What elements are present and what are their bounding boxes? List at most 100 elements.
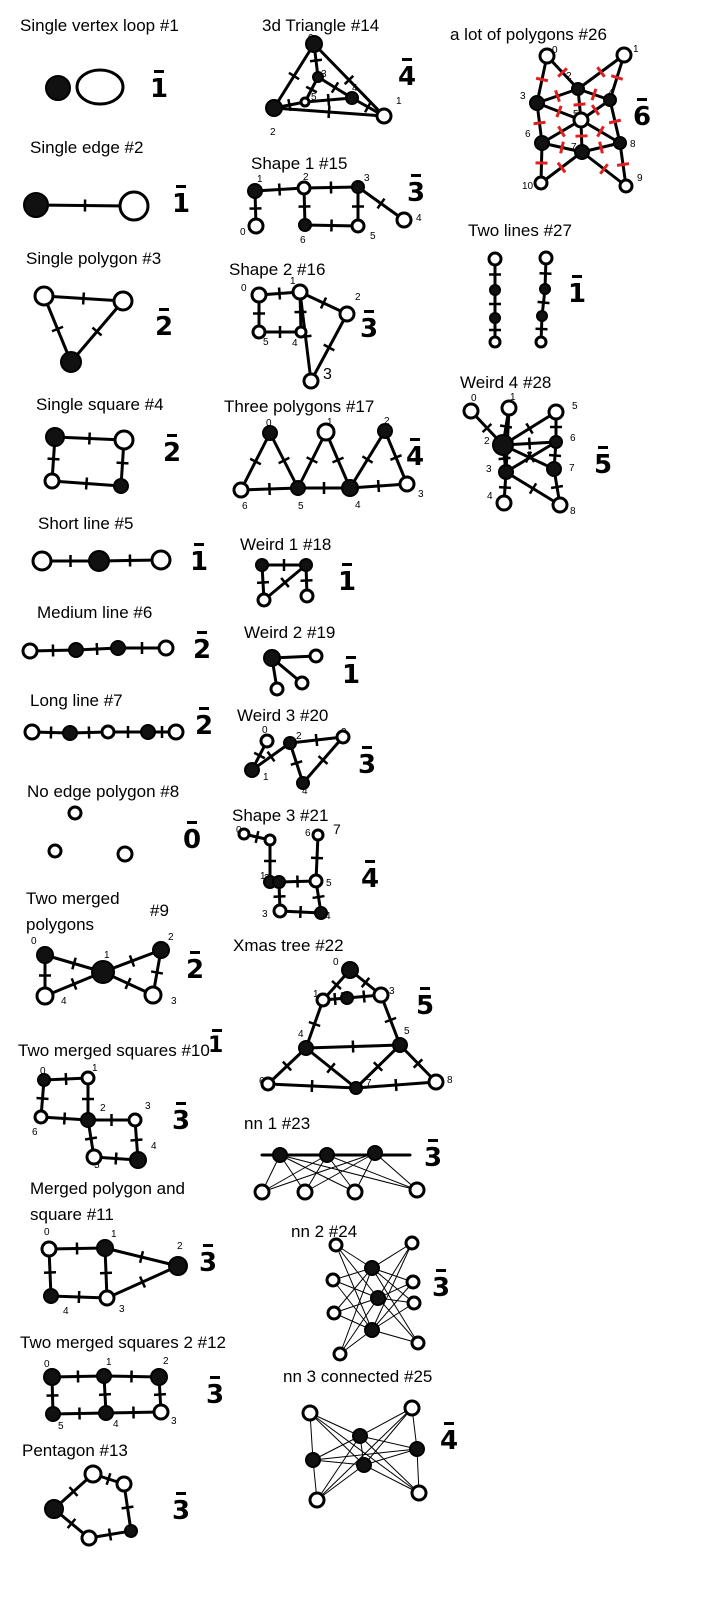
title-no-edge-polygon: No edge polygon #8 <box>27 782 180 801</box>
g27-vertex-2 <box>489 312 501 324</box>
g25-vertex-1 <box>305 1452 321 1468</box>
g25-edge-3 <box>312 1459 365 1466</box>
label-g12-v4: 4 <box>113 1419 119 1430</box>
g7-vertex-3 <box>140 724 156 740</box>
g18-tick-3-1 <box>280 577 290 588</box>
label-g15-v1: 1 <box>257 174 263 185</box>
g5-vertex-2 <box>150 549 172 571</box>
g10-vertex-1 <box>80 1070 96 1086</box>
g17-vertex-2 <box>377 423 393 439</box>
g14-vertex-2 <box>265 99 283 117</box>
g3-tick-0-1 <box>81 292 86 305</box>
g26-vertex-2 <box>571 82 585 96</box>
g26-tick-9-1 <box>608 118 622 125</box>
g11-vertex-2 <box>168 1256 188 1276</box>
g22-tick-12-1 <box>372 1061 384 1072</box>
label-g9-v0: 0 <box>31 936 37 947</box>
g28-vertex-1 <box>500 399 518 417</box>
answer-22: 5 <box>416 987 435 1021</box>
g26-vertex-6 <box>534 135 550 151</box>
g14-tick-8-1 <box>305 85 318 94</box>
g20-vertex-3 <box>335 729 351 745</box>
g18-vertex-0 <box>255 558 269 572</box>
title-long-line: Long line #7 <box>30 691 123 710</box>
label-g28-v6: 6 <box>570 433 576 444</box>
label-g26-v9: 9 <box>637 173 643 184</box>
g26-tick-13-1 <box>598 141 604 154</box>
label-g16-v0: 0 <box>241 283 247 294</box>
label-g9-v2: 2 <box>168 932 174 943</box>
label-g12-v3: 3 <box>171 1416 177 1427</box>
g2-vertex-0 <box>23 192 49 218</box>
g24-vertex-mid-0 <box>364 1260 380 1276</box>
g24-edge-m1-r3 <box>377 1297 419 1344</box>
g14-vertex-5 <box>299 96 311 108</box>
label-g11-v0: 0 <box>44 1227 50 1238</box>
g22-vertex-3 <box>372 986 390 1004</box>
g15-tick-2-1 <box>376 197 386 210</box>
g24-vertex-right-3 <box>410 1335 426 1351</box>
g4-vertex-2 <box>43 472 61 490</box>
g22-vertex-4 <box>298 1040 314 1056</box>
g28-tick-7-1 <box>526 451 536 463</box>
g9-vertex-3 <box>143 985 163 1005</box>
g28-tick-5-1 <box>527 437 532 450</box>
g11-tick-2-1 <box>138 1276 147 1288</box>
g27-vertex-0 <box>487 251 503 267</box>
g11-tick-1-1 <box>138 1250 145 1264</box>
g21-vertex-0 <box>237 827 251 841</box>
g21-vertex-7 <box>263 833 277 847</box>
g15-vertex-3 <box>395 211 413 229</box>
g21-vertex-3 <box>272 903 288 919</box>
g14-tick-6-1 <box>326 93 331 107</box>
answer-25: 4 <box>440 1422 459 1456</box>
g23-edge-0-2 <box>279 1154 356 1193</box>
g20-tick-1-1 <box>266 750 276 763</box>
label-g17-v1: 1 <box>327 417 333 428</box>
g28-tick-1-1 <box>499 424 513 429</box>
g25-edge-9 <box>363 1407 413 1466</box>
title-shape-3: Shape 3 #21 <box>232 806 329 825</box>
title-single-vertex-loop: Single vertex loop #1 <box>20 16 179 35</box>
g21-tick-0-1 <box>254 830 260 844</box>
g18-vertex-2 <box>256 592 272 608</box>
g17-tick-0-1 <box>249 457 262 466</box>
label-g9-v3: 3 <box>171 996 177 1007</box>
answer-13: 3 <box>172 1492 191 1526</box>
g24-edge-l3-m1 <box>339 1297 379 1355</box>
title-nn-3-connected: nn 3 connected #25 <box>283 1367 433 1386</box>
g21-vertex-5 <box>308 873 324 889</box>
label-g22-v7: 7 <box>366 1078 372 1089</box>
g25-vertex-0 <box>301 1404 319 1422</box>
g7-vertex-0 <box>23 723 41 741</box>
g9-tick-1-1 <box>128 954 136 968</box>
g16-tick-5-1 <box>323 343 335 352</box>
label-g14-v4: 4 <box>352 83 358 94</box>
answer-18: 1 <box>338 563 357 597</box>
label-g10-v0: 0 <box>40 1066 46 1077</box>
g13-tick-0-1 <box>68 1486 79 1497</box>
title-single-square: Single square #4 <box>36 395 164 414</box>
g12-tick-6-1 <box>98 1392 112 1397</box>
g6-vertex-3 <box>157 639 175 657</box>
title-shape-1: Shape 1 #15 <box>251 154 348 173</box>
g26-tick-6-1 <box>555 105 563 118</box>
g28-vertex-2 <box>492 434 514 456</box>
g20-tick-0-1 <box>253 751 266 760</box>
g26-tick-17-1 <box>599 163 609 175</box>
title-pentagon: Pentagon #13 <box>22 1441 128 1460</box>
g26-vertex-7 <box>574 144 590 160</box>
g12-vertex-3 <box>152 1403 170 1421</box>
g9-tick-0-1 <box>71 957 77 970</box>
answer-24: 3 <box>432 1269 451 1303</box>
answer-1: 1 <box>150 70 169 104</box>
g24-vertex-right-1 <box>405 1274 421 1290</box>
g26-tick-18-1 <box>573 102 586 107</box>
g24-vertex-right-2 <box>406 1295 422 1311</box>
g16-vertex-4 <box>294 325 308 339</box>
g27b-tick-1-1 <box>537 300 550 305</box>
g3-vertex-1 <box>112 290 134 312</box>
g14-tick-7-1 <box>287 98 292 112</box>
answer-12: 3 <box>206 1376 225 1410</box>
answer-14: 4 <box>398 58 417 92</box>
